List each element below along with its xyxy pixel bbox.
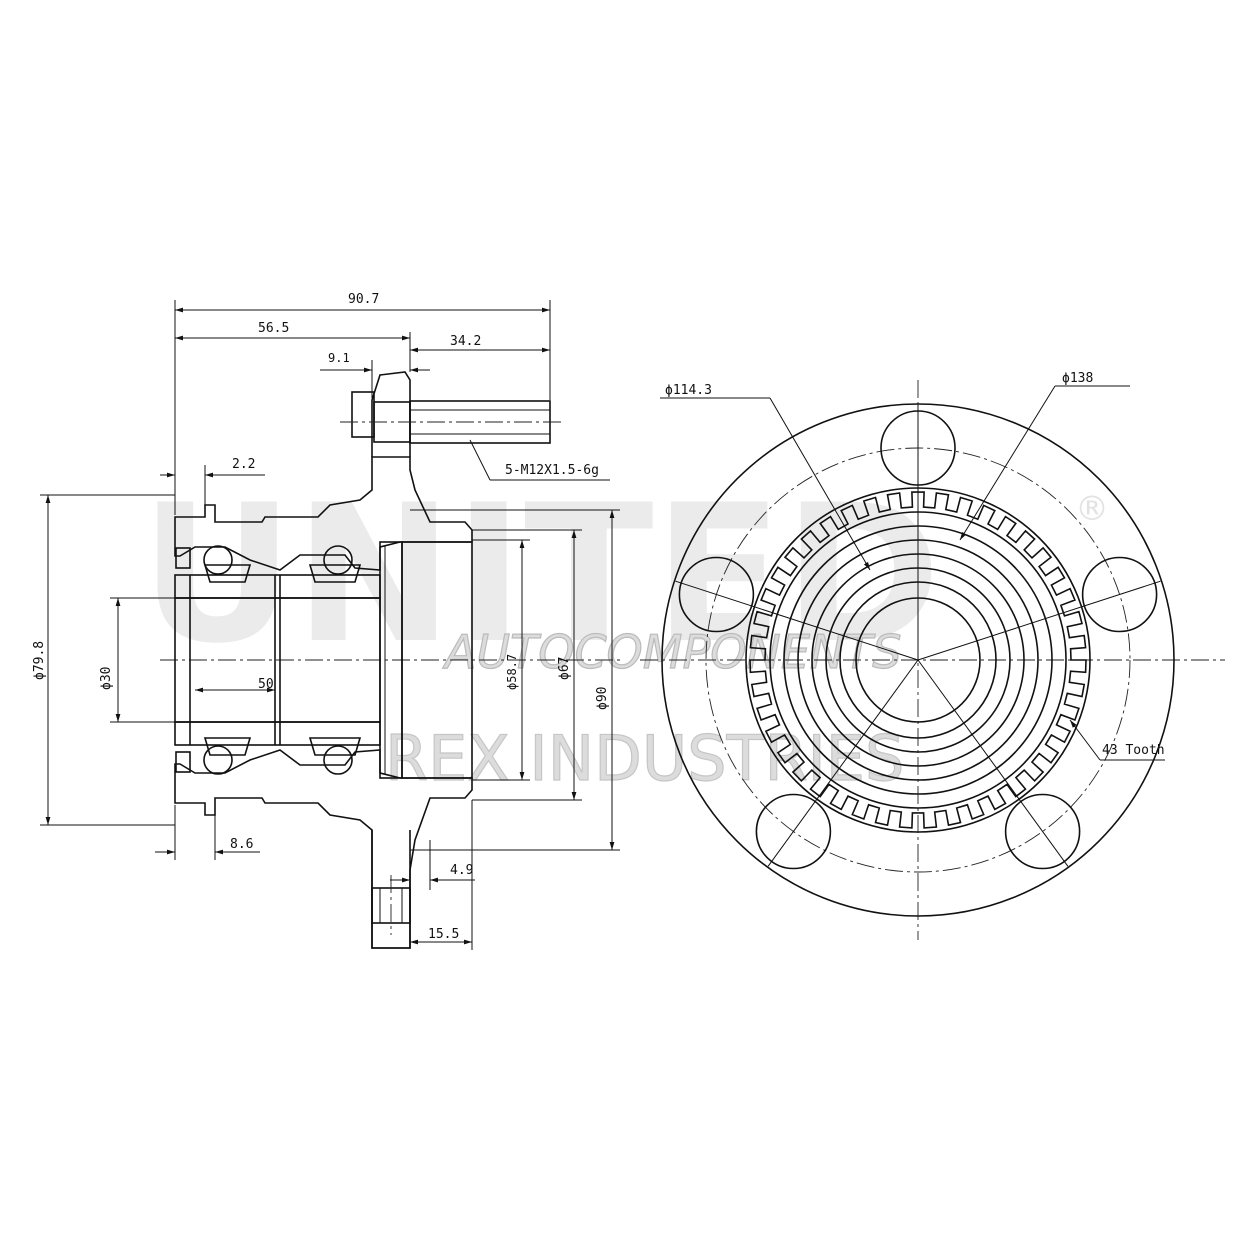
dim-seal-offset: 8.6: [230, 837, 253, 852]
bolt-hole: [678, 556, 755, 633]
bearing-balls: [203, 545, 362, 775]
abs-ring-label: 43 Tooth: [1102, 743, 1165, 758]
dim-pilot-offset: 4.9: [450, 863, 473, 878]
front-view: ϕ114.3 ϕ138 43 Tooth: [640, 371, 1225, 940]
bolt-hole: [755, 793, 832, 870]
side-section-view: 90.7 56.5 34.2 9.1 2.2 5-M12X1.5-6g 50 8…: [32, 292, 620, 950]
hub-body-lower: [174, 749, 473, 949]
dim-stud-length: 34.2: [450, 334, 481, 349]
watermark-line1: AUTOCOMPONENTS: [442, 625, 902, 679]
dim-seal-width: 2.2: [232, 457, 255, 472]
bolt-hole: [1081, 556, 1158, 633]
side-dimensions: [40, 300, 620, 950]
dim-stud-offset: 15.5: [428, 927, 459, 942]
bolt-radial-line: [767, 659, 919, 867]
flange-outline: [661, 403, 1175, 917]
wheel-stud-lower: [371, 875, 411, 935]
dim-overall-length: 90.7: [348, 292, 379, 307]
watermark-registered: ®: [1075, 489, 1109, 529]
dim-hub-diameter: ϕ90: [595, 687, 610, 710]
bolt-radial-line: [917, 580, 1161, 661]
bolt-radial-line: [917, 659, 1069, 867]
dim-pilot-inner: ϕ58.7: [505, 654, 519, 690]
flange-diameter-label: ϕ138: [1062, 371, 1093, 386]
abs-tone-ring: [749, 491, 1087, 829]
dim-bore-diameter: ϕ30: [99, 667, 114, 690]
stud-callout: 5-M12X1.5-6g: [505, 463, 599, 478]
dim-flange-to-hub: 56.5: [258, 321, 289, 336]
hub-body-upper: [174, 456, 473, 571]
bolt-circle-label: ϕ114.3: [665, 383, 712, 398]
wheel-stud-upper: [340, 391, 565, 444]
bolt-radial-lines: [675, 405, 1161, 867]
dim-pilot-diameter: ϕ67: [557, 657, 572, 680]
dim-bearing-width: 50: [258, 677, 274, 692]
dim-seal-diameter: ϕ79.8: [32, 641, 47, 680]
bolt-hole: [1004, 793, 1081, 870]
bolt-radial-line: [675, 580, 919, 661]
dim-flange-thickness: 9.1: [328, 351, 350, 365]
abs-teeth: [749, 491, 1087, 829]
